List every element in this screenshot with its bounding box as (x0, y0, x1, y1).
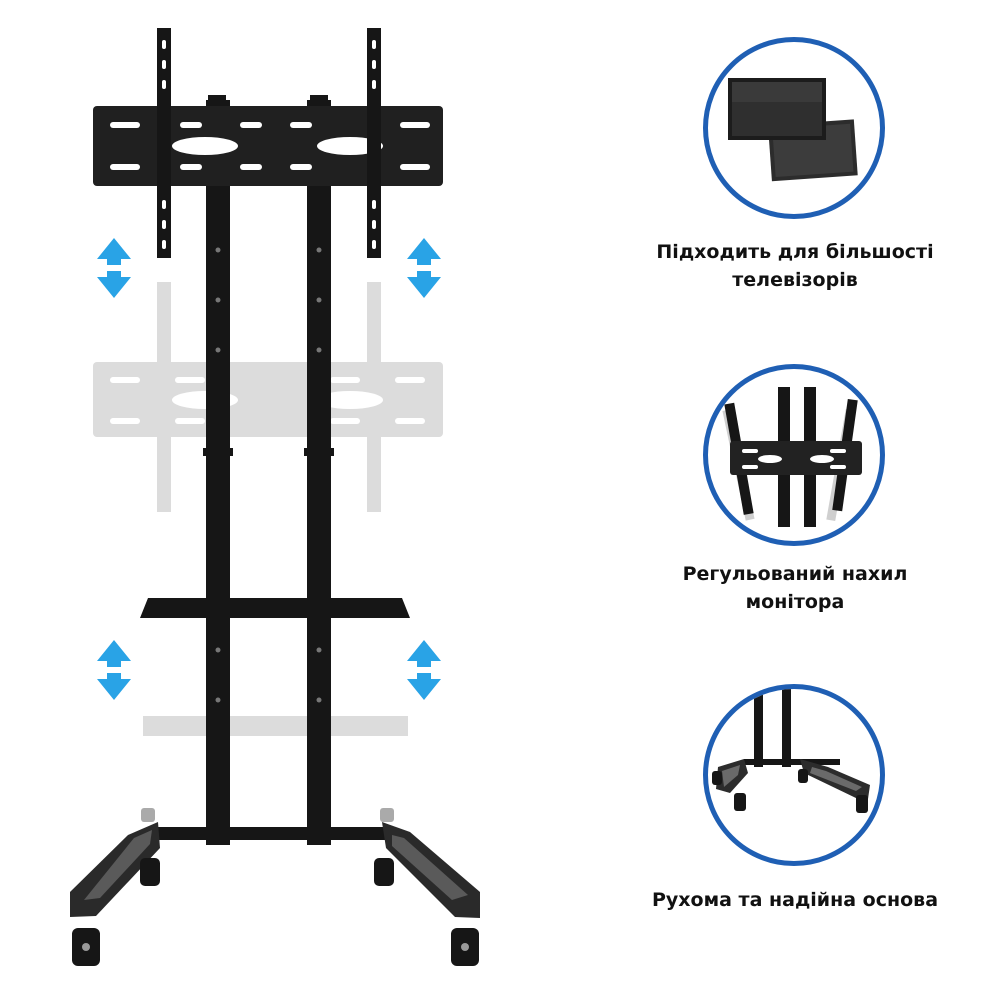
feature-caption-tv-compatibility: Підходить для більшості телевізорів (656, 241, 934, 291)
wheeled-base (70, 808, 480, 966)
wheeled-base-icon (712, 689, 870, 813)
shelf-lowered-ghost (143, 716, 408, 736)
bracket-lowered-ghost (93, 282, 443, 512)
bracket-arrow-right-icon (407, 238, 441, 298)
shelf-arrow-left-icon (97, 640, 131, 700)
feature-caption-base: Рухома та надійна основа (651, 889, 939, 911)
feature-circle-tilt (703, 364, 885, 546)
feature-circle-tv-compatibility (703, 37, 885, 219)
tv-mount-bracket (93, 28, 443, 258)
equipment-shelf (140, 598, 410, 638)
height-adjust-arrows (97, 238, 441, 700)
shelf-arrow-right-icon (407, 640, 441, 700)
tv-stand-illustration (70, 28, 480, 966)
tilt-bracket-icon (722, 387, 862, 527)
feature-circle-base (703, 684, 885, 866)
feature-caption-tilt: Регульований нахил монітора (682, 563, 908, 613)
bracket-arrow-left-icon (97, 238, 131, 298)
stand-poles (203, 100, 334, 845)
tv-screens-icon (728, 78, 858, 182)
